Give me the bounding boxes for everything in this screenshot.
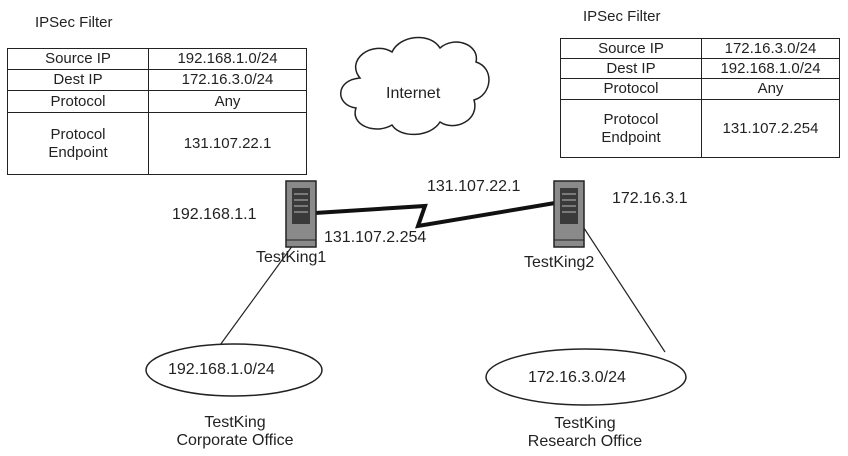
table-row: Protocol Any bbox=[7, 90, 307, 113]
left-filter-value: 172.16.3.0/24 bbox=[148, 69, 307, 91]
server2-external-ip: 131.107.22.1 bbox=[427, 178, 521, 195]
lan-link-2 bbox=[579, 221, 666, 353]
network1-name-line1: TestKing bbox=[204, 414, 266, 431]
network2-name-line1: TestKing bbox=[554, 415, 616, 432]
right-filter-value: Any bbox=[701, 78, 840, 100]
server2-name: TestKing2 bbox=[524, 254, 595, 271]
left-filter-title: IPSec Filter bbox=[35, 14, 113, 31]
internet-cloud-icon bbox=[340, 36, 490, 136]
table-row: Protocol Endpoint 131.107.22.1 bbox=[7, 112, 307, 175]
internet-label: Internet bbox=[386, 85, 441, 102]
right-filter-label: Dest IP bbox=[560, 58, 702, 79]
server-icon bbox=[285, 180, 317, 248]
network1-name: TestKing Corporate Office bbox=[150, 414, 320, 450]
table-row: Protocol Any bbox=[560, 78, 840, 100]
left-filter-value: 192.168.1.0/24 bbox=[148, 48, 307, 70]
wan-link bbox=[314, 201, 556, 229]
network2-name: TestKing Research Office bbox=[510, 415, 660, 451]
left-filter-label: Protocol Endpoint bbox=[7, 112, 149, 175]
server1-name: TestKing1 bbox=[256, 249, 327, 266]
server-icon bbox=[553, 180, 585, 248]
left-filter-value: 131.107.22.1 bbox=[148, 112, 307, 175]
right-filter-title: IPSec Filter bbox=[583, 8, 661, 25]
left-filter-label: Dest IP bbox=[7, 69, 149, 91]
server2-internal-ip: 172.16.3.1 bbox=[612, 190, 688, 207]
right-filter-table: Source IP 172.16.3.0/24 Dest IP 192.168.… bbox=[560, 38, 840, 158]
lan-link-1 bbox=[214, 244, 294, 353]
right-filter-value: 192.168.1.0/24 bbox=[701, 58, 840, 79]
network1-subnet: 192.168.1.0/24 bbox=[168, 361, 275, 378]
table-row: Dest IP 192.168.1.0/24 bbox=[560, 58, 840, 79]
left-filter-table: Source IP 192.168.1.0/24 Dest IP 172.16.… bbox=[7, 48, 307, 175]
right-filter-label: Protocol bbox=[560, 78, 702, 100]
table-row: Protocol Endpoint 131.107.2.254 bbox=[560, 99, 840, 158]
network-ellipse-research bbox=[485, 348, 687, 406]
table-row: Dest IP 172.16.3.0/24 bbox=[7, 69, 307, 91]
network2-name-line2: Research Office bbox=[527, 433, 643, 450]
server1-external-ip: 131.107.2.254 bbox=[324, 229, 427, 246]
table-row: Source IP 172.16.3.0/24 bbox=[560, 38, 840, 59]
right-filter-value: 131.107.2.254 bbox=[701, 99, 840, 158]
network2-subnet: 172.16.3.0/24 bbox=[528, 369, 626, 386]
network-ellipse-corporate bbox=[145, 343, 323, 397]
left-filter-label: Protocol bbox=[7, 90, 149, 113]
left-filter-label: Source IP bbox=[7, 48, 149, 70]
table-row: Source IP 192.168.1.0/24 bbox=[7, 48, 307, 70]
network1-name-line2: Corporate Office bbox=[176, 432, 294, 449]
right-filter-value: 172.16.3.0/24 bbox=[701, 38, 840, 59]
right-filter-label: Protocol Endpoint bbox=[560, 99, 702, 158]
right-filter-label: Source IP bbox=[560, 38, 702, 59]
left-filter-value: Any bbox=[148, 90, 307, 113]
server1-internal-ip: 192.168.1.1 bbox=[172, 206, 257, 223]
